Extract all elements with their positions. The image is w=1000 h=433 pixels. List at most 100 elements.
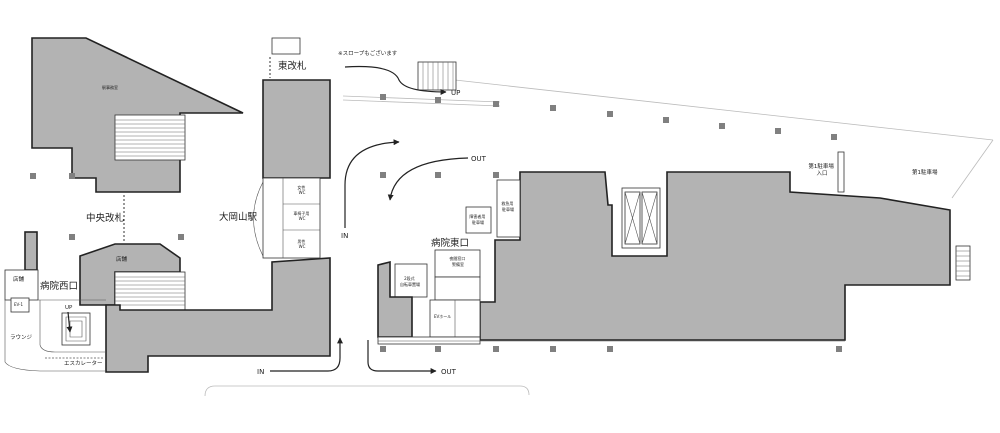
pillar [380,94,386,100]
pillar [380,346,386,352]
pillar [775,128,781,134]
walkway-frame [377,336,481,345]
central-gate-label: 中央改札 [86,212,125,224]
stairs-south [114,271,186,311]
ambulance-parking-label: 救急用 駐車場 [501,200,514,212]
slope-stairs-frame [417,61,457,91]
flow-arrows [66,65,469,374]
pillar [607,346,613,352]
hospital-main-building [479,171,951,341]
ev-hall-label: EVホール [434,314,451,319]
pillar [831,134,837,140]
pillar [663,117,669,123]
station-name-label: 大岡山駅 [219,211,258,223]
pillar [607,111,613,117]
pillar [178,234,184,240]
wc-male-label: 男性 WC [297,238,306,249]
arrow-up-east [344,65,447,95]
escalator-box [621,187,661,249]
map-labels: ※スロープもございます 東改札 UP 駅事務室 中央改札 大岡山駅 女性 WC … [10,49,938,376]
site-boundary [204,79,994,397]
up-west-label: UP [65,305,73,311]
pillar [69,173,75,179]
ambulance-parking-box [496,179,521,238]
pillar [435,97,441,103]
pillar [836,346,842,352]
lounge-outline [4,300,106,372]
bicycle-parking-label: 2段式 自転車置場 [400,275,420,287]
in-south-label: IN [257,368,264,376]
wc-block-frame [262,177,321,259]
arrow-out-north [387,157,469,201]
pillar [435,346,441,352]
slope-stairs [417,61,457,91]
west-shop-box [4,269,39,301]
wc-accessible-label: 車椅子用 WC [293,210,310,221]
lounge-inner-outline [38,299,106,353]
stairs-north [114,114,186,161]
parking-right-boundary [951,139,994,199]
arrow-in-south [270,337,343,372]
hall-box [434,276,481,301]
walkway-hatch [377,336,845,345]
out-north-label: OUT [471,155,487,163]
disabled-parking-box [465,206,492,234]
pillars [30,94,842,352]
pillar [550,105,556,111]
parking-top-boundary [454,79,994,141]
bicycle-parking-line2: 自転車置場 [400,281,420,287]
road-edge-line [342,95,501,103]
wc-female-line1: 女性 [297,184,305,190]
lounge-label: ラウンジ [10,333,33,341]
night-window-label: 夜間窓口 警備室 [449,255,466,267]
in-north-label: IN [341,232,348,240]
up-east-label: UP [451,89,460,97]
disabled-parking-label: 障害者用 駐車場 [469,213,486,225]
wc-accessible-line1: 車椅子用 [293,210,309,216]
ambulance-parking-line2: 駐車場 [502,206,514,212]
wc-block [262,177,321,259]
stairs-south-frame [114,271,186,311]
arrow-up-west [66,311,73,333]
parking1-label: 第1駐車場 [912,168,938,176]
pillar [550,346,556,352]
wc-accessible-line2: WC [299,216,306,221]
station-office-label: 駅事務室 [102,84,118,90]
bottom-road-curve [204,385,530,397]
disabled-parking-line1: 障害者用 [469,213,485,219]
hospital-east-entrance-label: 病院東口 [431,237,469,249]
night-window-line2: 警備室 [452,261,464,267]
disabled-parking-line2: 駐車場 [472,219,484,225]
wc-female-line2: WC [299,190,306,195]
wc-female-label: 女性 WC [297,184,306,195]
station-south-building [105,257,331,373]
ev1-label: EV-1 [14,302,23,307]
pillar [493,101,499,107]
stairs-north-frame [114,114,186,161]
pillar [493,346,499,352]
stairs-east [955,245,971,281]
night-window-line1: 夜間窓口 [449,255,465,261]
wc-male-line1: 男性 [297,238,305,244]
spiral-stairs [61,312,91,346]
escalator-label: エスカレーター [64,359,103,367]
pillar [69,234,75,240]
stairs-east-frame [955,245,971,281]
west-gray-wall [24,231,38,271]
escalator-cross [624,191,658,245]
pillar [30,173,36,179]
pillar [435,172,441,178]
parking1-entrance-line2: 入口 [816,170,827,177]
night-window-box [434,249,481,278]
parking1-entrance-label: 第1駐車場 入口 [808,162,835,177]
ambulance-parking-line1: 救急用 [501,200,513,206]
out-south-label: OUT [441,368,457,376]
east-gate-label: 東改札 [278,60,307,72]
bicycle-parking-line1: 2段式 [404,275,415,281]
platform-curve [253,181,264,257]
station-north-building [262,79,331,179]
arrow-in-north [344,139,400,228]
bicycle-parking-box [394,263,428,298]
wc-male-line2: WC [299,244,306,249]
